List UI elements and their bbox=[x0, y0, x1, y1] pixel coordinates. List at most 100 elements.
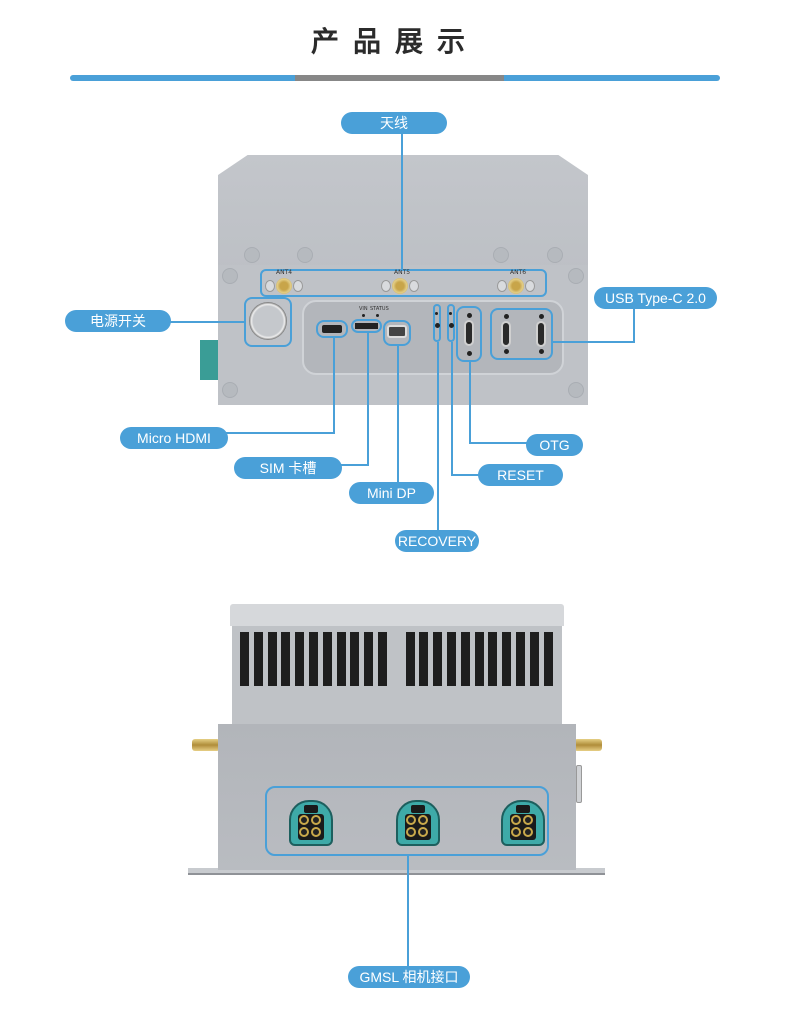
pin-icon bbox=[523, 815, 533, 825]
sma-nut-icon bbox=[409, 280, 419, 292]
callout-recovery: RECOVERY bbox=[395, 530, 479, 552]
connector-core bbox=[510, 814, 536, 840]
gmsl-connector-2[interactable] bbox=[396, 800, 440, 846]
reset-button[interactable] bbox=[449, 323, 454, 328]
sim-slot-highlight bbox=[351, 319, 382, 333]
callout-usb-type-c: USB Type-C 2.0 bbox=[594, 287, 717, 309]
screw-icon bbox=[568, 268, 584, 284]
callout-mini-dp: Mini DP bbox=[349, 482, 434, 504]
pin-icon bbox=[511, 827, 521, 837]
side-button bbox=[576, 765, 582, 803]
screw-icon bbox=[547, 247, 563, 263]
usb-callout-line-v bbox=[633, 308, 635, 342]
fan-fin-slot bbox=[502, 632, 512, 686]
fan-fin-slot bbox=[309, 632, 318, 686]
fan-fin-slot bbox=[516, 632, 525, 686]
fan-fin-slot bbox=[281, 632, 291, 686]
usb-callout-line-h bbox=[553, 341, 635, 343]
fan-fin-slot bbox=[240, 632, 249, 686]
power-button-icon[interactable] bbox=[249, 302, 287, 340]
fan-fin-slot bbox=[295, 632, 305, 686]
mini-dp-highlight bbox=[383, 320, 411, 346]
sma-nut-icon bbox=[293, 280, 303, 292]
gmsl-connector-1[interactable] bbox=[289, 800, 333, 846]
screw-icon bbox=[504, 314, 509, 319]
page-title: 产品展示 bbox=[310, 25, 479, 58]
connector-key-icon bbox=[304, 805, 318, 813]
pin-icon bbox=[299, 827, 309, 837]
connector-core bbox=[298, 814, 324, 840]
pin-icon bbox=[523, 827, 533, 837]
recovery-led bbox=[435, 312, 438, 315]
pin-icon bbox=[406, 827, 416, 837]
callout-micro-hdmi: Micro HDMI bbox=[120, 427, 228, 449]
screw-icon bbox=[222, 382, 238, 398]
fan-fin-slot bbox=[322, 632, 332, 686]
reset-callout-line-h bbox=[451, 474, 481, 476]
recovery-highlight bbox=[433, 304, 441, 342]
fan-fin-slot bbox=[378, 632, 387, 686]
callout-power-switch: 电源开关 bbox=[65, 310, 171, 332]
callout-otg: OTG bbox=[526, 434, 583, 456]
screw-icon bbox=[504, 349, 509, 354]
screw-icon bbox=[467, 351, 472, 356]
fan-fin-slot bbox=[267, 632, 277, 686]
micro-hdmi-port[interactable] bbox=[322, 325, 342, 333]
sma-connector-icon bbox=[276, 278, 292, 294]
gmsl-callout-line bbox=[407, 856, 409, 968]
recovery-callout-line bbox=[437, 342, 439, 532]
mini-dp-port[interactable] bbox=[387, 325, 407, 338]
callout-antenna: 天线 bbox=[341, 112, 447, 134]
side-sma-right-icon bbox=[574, 739, 602, 751]
connector-key-icon bbox=[411, 805, 425, 813]
fan-fin-slot bbox=[405, 632, 415, 686]
fan-fin-slot bbox=[447, 632, 456, 686]
fan-fin-slot bbox=[336, 632, 346, 686]
fan-fin-slot bbox=[433, 632, 443, 686]
screw-icon bbox=[539, 314, 544, 319]
base-plate bbox=[188, 868, 605, 875]
divider-right bbox=[504, 75, 720, 81]
pin-icon bbox=[299, 815, 309, 825]
fan-fin-slot bbox=[543, 632, 553, 686]
hdmi-callout-line-h bbox=[226, 432, 335, 434]
fan-fin-slot bbox=[474, 632, 484, 686]
sma-nut-icon bbox=[265, 280, 275, 292]
pin-icon bbox=[311, 827, 321, 837]
vin-led bbox=[362, 314, 365, 317]
antenna-label-ant4: ANT4 bbox=[276, 269, 293, 276]
pin-icon bbox=[418, 815, 428, 825]
fan-fin-slot bbox=[350, 632, 360, 686]
screw-icon bbox=[297, 247, 313, 263]
usb-c-highlight bbox=[490, 308, 553, 360]
fan-fin-slot bbox=[419, 632, 429, 686]
otg-callout-line-v bbox=[469, 362, 471, 444]
divider-left bbox=[70, 75, 295, 81]
usb-c-port-1[interactable] bbox=[501, 321, 511, 347]
pin-icon bbox=[311, 815, 321, 825]
gmsl-highlight bbox=[265, 786, 549, 856]
otg-highlight bbox=[456, 306, 482, 362]
reset-highlight bbox=[447, 304, 455, 342]
micro-hdmi-highlight bbox=[316, 320, 348, 338]
otg-callout-line-h bbox=[469, 442, 529, 444]
divider-middle bbox=[295, 75, 504, 81]
fan-housing-top bbox=[230, 604, 564, 626]
screw-icon bbox=[222, 268, 238, 284]
callout-gmsl: GMSL 相机接口 bbox=[348, 966, 470, 988]
pin-icon bbox=[418, 827, 428, 837]
led-label-vin: VIN bbox=[359, 306, 368, 312]
fan-fin-slot bbox=[364, 632, 374, 686]
reset-led bbox=[449, 312, 452, 315]
recovery-button[interactable] bbox=[435, 323, 440, 328]
status-led bbox=[376, 314, 379, 317]
otg-usb-c-port[interactable] bbox=[464, 320, 474, 346]
gmsl-connector-3[interactable] bbox=[501, 800, 545, 846]
sma-nut-icon bbox=[525, 280, 535, 292]
antenna-label-ant6: ANT6 bbox=[510, 269, 527, 276]
sim-slot[interactable] bbox=[355, 323, 378, 329]
usb-c-port-2[interactable] bbox=[536, 321, 546, 347]
antenna-highlight bbox=[260, 269, 547, 297]
screw-icon bbox=[493, 247, 509, 263]
fan-fin-slot bbox=[529, 632, 539, 686]
